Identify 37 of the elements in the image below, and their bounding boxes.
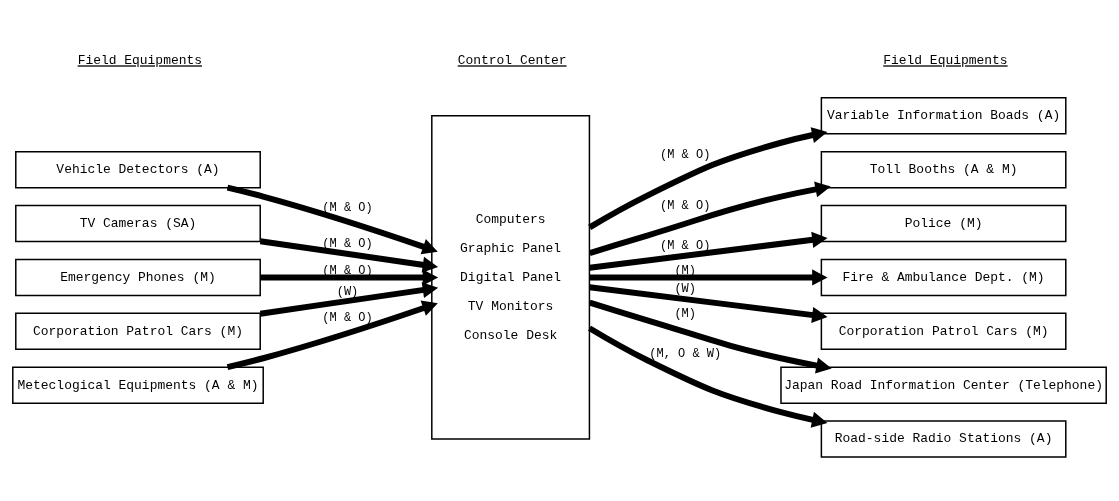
edge-label: (M & O) <box>322 237 373 252</box>
arrow <box>589 231 828 271</box>
edge-label: (W) <box>336 284 359 299</box>
node-box: Corporation Patrol Cars (M) <box>15 312 261 350</box>
arrow <box>259 282 439 317</box>
node-box: Toll Booths (A & M) <box>820 151 1067 189</box>
node-box: Corporation Patrol Cars (M) <box>820 312 1067 350</box>
label: Control Center <box>457 53 567 69</box>
node-box: Variable Information Boads (A) <box>820 97 1067 135</box>
arrow <box>589 284 828 324</box>
edge-label: (M) <box>674 306 696 321</box>
node-box: Japan Road Information Center (Telephone) <box>780 366 1107 404</box>
edge-label: (M, O & W) <box>649 346 722 361</box>
node-box: Meteclogical Equipments (A & M) <box>12 366 264 404</box>
arrow <box>259 238 439 273</box>
arrow <box>588 299 832 374</box>
node-box: Vehicle Detectors (A) <box>15 151 261 189</box>
arrow <box>588 181 831 256</box>
node-box: Fire & Ambulance Dept. (M) <box>820 258 1067 297</box>
edge-label: (M & O) <box>660 148 711 163</box>
arrow <box>588 325 828 428</box>
edge-label: (M & O) <box>322 310 373 325</box>
edge-label: (M & O) <box>660 199 711 214</box>
edge-label: (M & O) <box>660 239 711 254</box>
label: Field Equipments <box>77 53 203 69</box>
edge-label: (M & O) <box>322 201 373 216</box>
arrow <box>260 269 439 286</box>
node-box: Road-side Radio Stations (A) <box>820 420 1067 458</box>
arrow <box>226 184 438 255</box>
node-box: Emergency Phones (M) <box>15 258 261 297</box>
arrow <box>588 127 828 230</box>
node-box: Computers Graphic Panel Digital Panel TV Monitors Console Desk <box>431 115 591 440</box>
node-box: Police (M) <box>820 204 1067 243</box>
node-box: TV Cameras (SA) <box>15 204 261 243</box>
label: Field Equipments <box>883 53 1008 69</box>
arrow <box>589 269 828 286</box>
edge-label: (W) <box>674 282 696 296</box>
